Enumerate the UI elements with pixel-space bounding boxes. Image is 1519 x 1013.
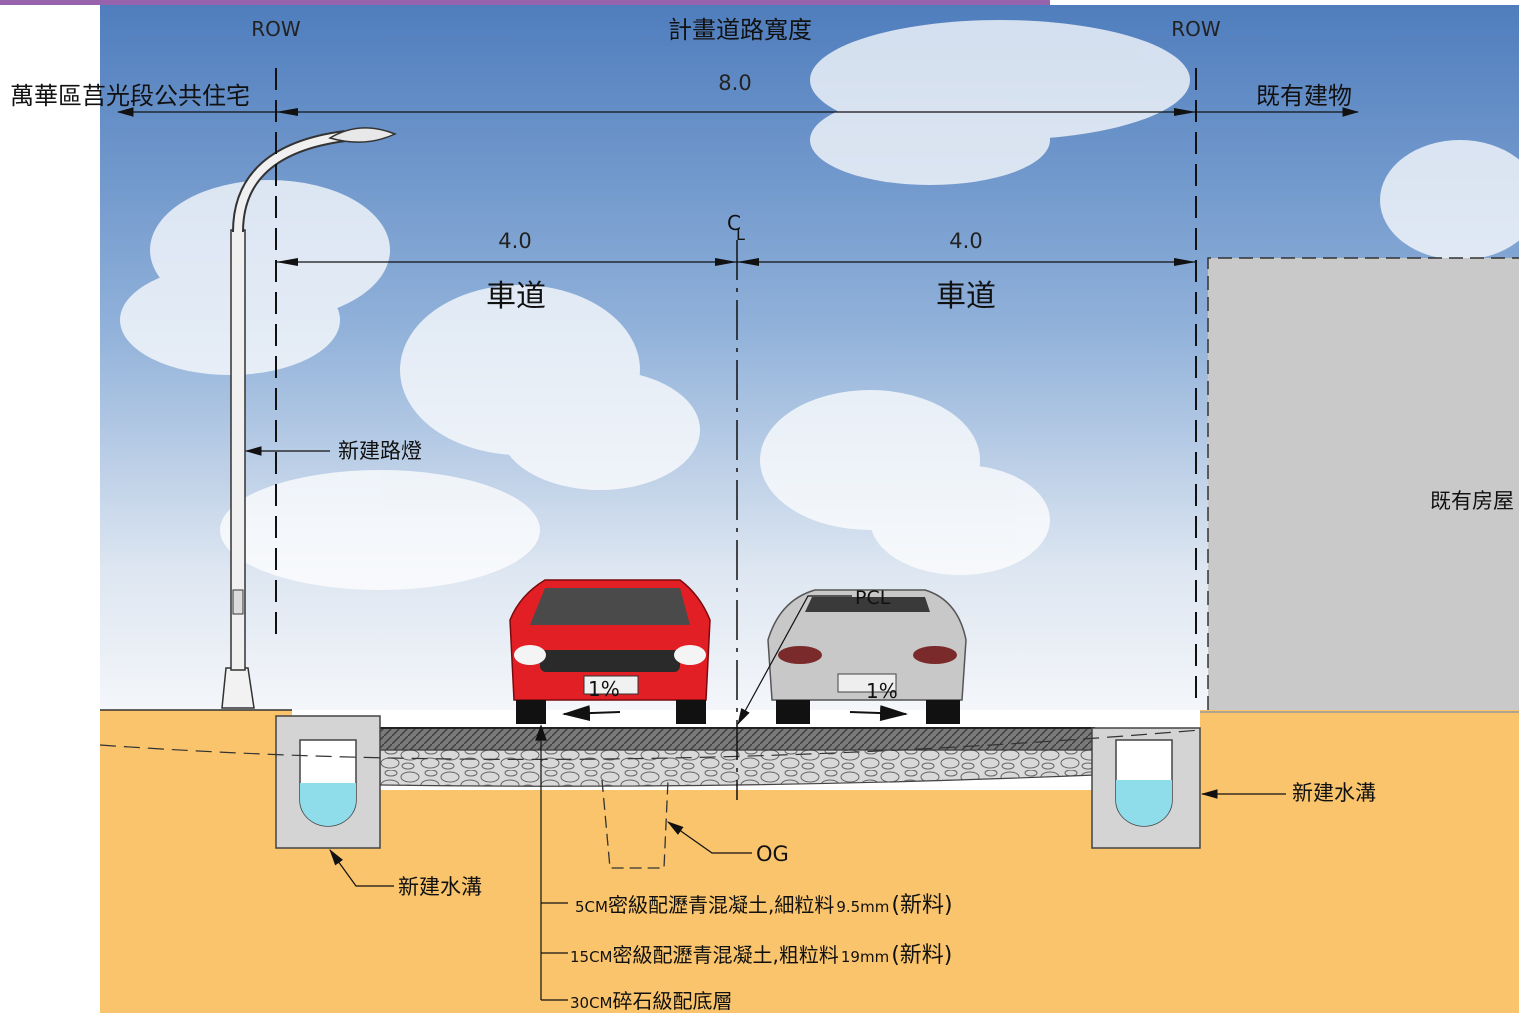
drain-right-label: 新建水溝: [1292, 781, 1376, 805]
layer-3-spec: 30CM碎石級配底層: [570, 989, 733, 1013]
red-car: [509, 579, 711, 724]
slope-arrow-right: [849, 705, 908, 722]
total-width-arrow-right: [1174, 108, 1196, 116]
road-width-title: 計畫道路寬度: [668, 16, 812, 44]
existing-building: [1208, 258, 1519, 710]
drain-left: [275, 715, 381, 849]
total-width-arrow-left: [276, 108, 298, 116]
row-label-left: ROW: [251, 17, 301, 41]
utility-line-dashed: [99, 729, 1201, 761]
og-label: OG: [756, 842, 789, 866]
right-lane-width: 4.0: [949, 229, 982, 253]
top-border: [0, 0, 1050, 5]
silver-car: [767, 589, 967, 724]
pcl-label: PCL: [855, 587, 891, 609]
drain-left-leader: [329, 849, 394, 887]
street-lamp: [221, 127, 397, 709]
og-leader: [667, 821, 752, 854]
total-width-value: 8.0: [718, 71, 751, 95]
left-lane-width: 4.0: [498, 229, 531, 253]
slope-left-label: 1%: [588, 677, 620, 701]
clouds: [120, 20, 1519, 590]
centerline-c: C: [727, 211, 741, 235]
left-lane-label: 車道: [486, 279, 546, 314]
slope-arrow-left: [562, 705, 621, 722]
lane-arrow-2: [715, 258, 737, 266]
slope-right-label: 1%: [866, 679, 898, 703]
lane-arrow-4: [1174, 258, 1196, 266]
og-trench: [601, 779, 669, 869]
row-label-right: ROW: [1171, 17, 1221, 41]
centerline-l: L: [736, 225, 745, 244]
lane-arrow-3: [737, 258, 759, 266]
pcl-leader: [737, 595, 852, 726]
right-site-label: 既有建物: [1256, 82, 1352, 110]
existing-house-label: 既有房屋: [1430, 489, 1514, 513]
street-lamp-label: 新建路燈: [338, 439, 422, 463]
drain-left-label: 新建水溝: [398, 875, 482, 899]
right-lane-label: 車道: [936, 279, 996, 314]
building-outline: [1207, 257, 1519, 710]
left-site-label: 萬華區莒光段公共住宅: [10, 82, 250, 110]
lane-arrow-1: [276, 258, 298, 266]
drain-right: [1091, 727, 1201, 849]
layer-leaders: [535, 724, 568, 1001]
